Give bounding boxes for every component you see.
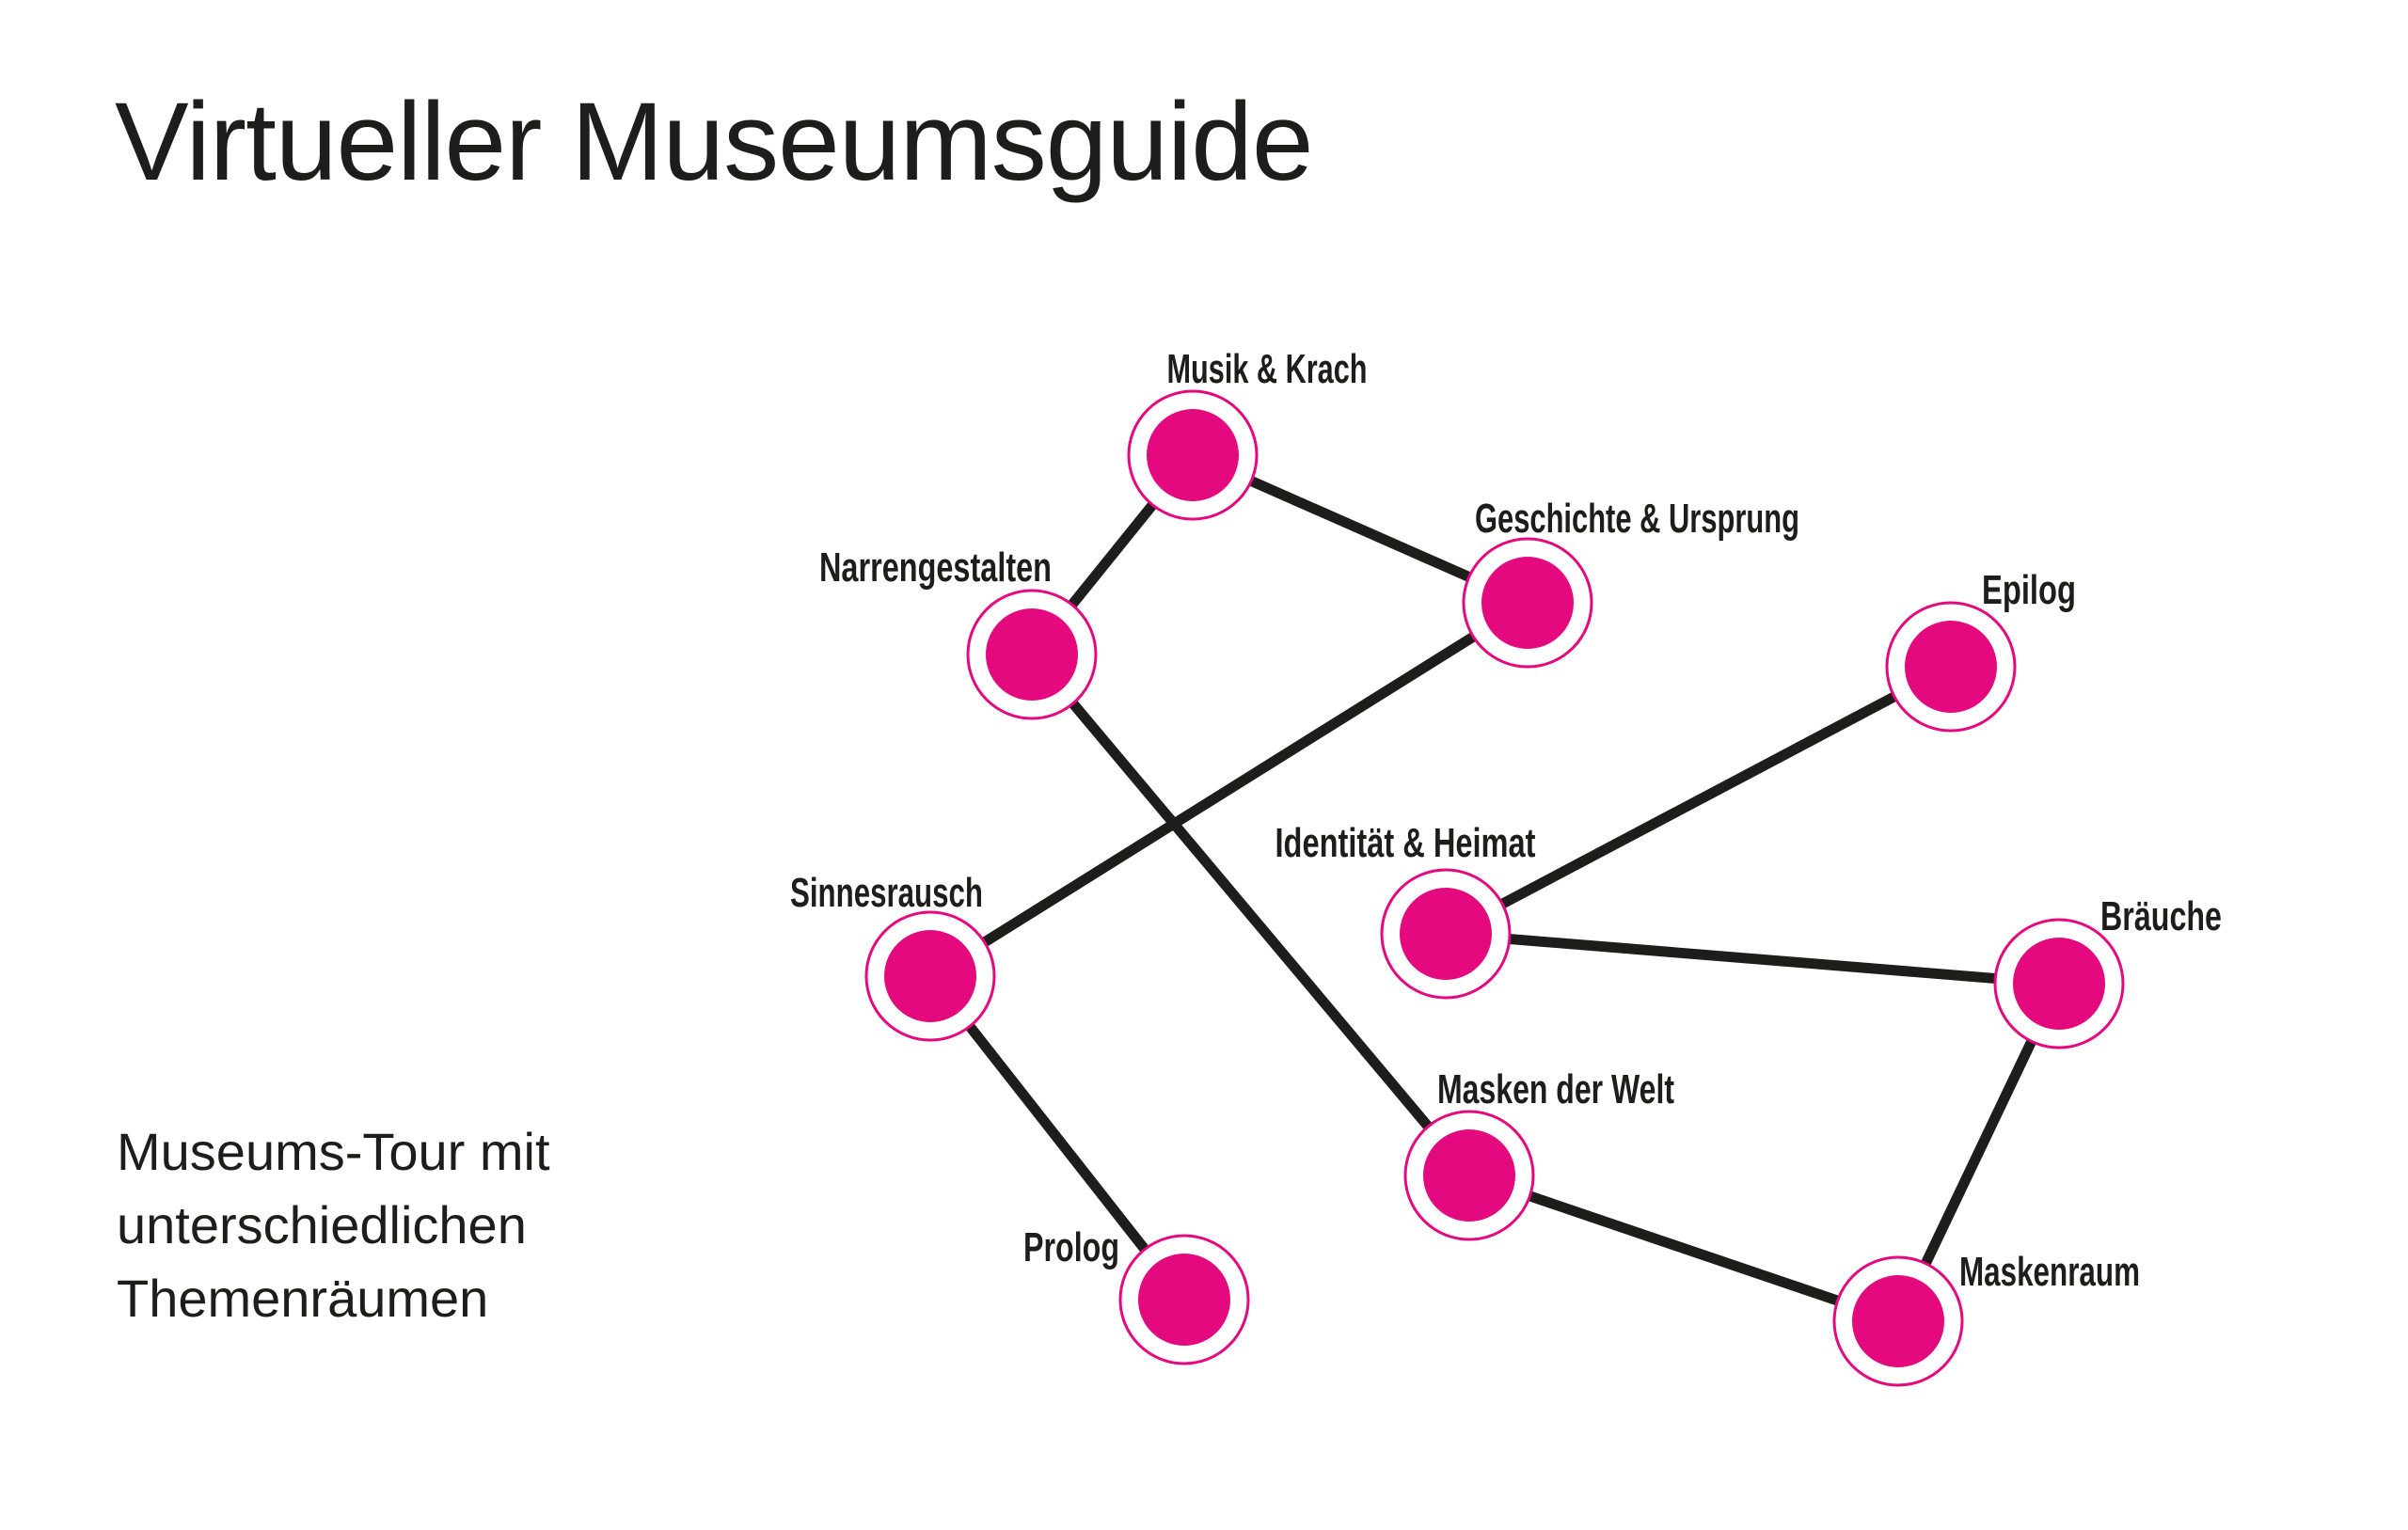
node-musik-krach: Musik & Krach <box>1127 346 1368 521</box>
node-dot <box>986 608 1078 701</box>
subtitle-line-2: unterschiedlichen <box>117 1195 527 1254</box>
edge-identitaet-heimat--epilog <box>1443 662 1954 939</box>
node-label-maskenraum: Maskenraum <box>1959 1249 2140 1295</box>
node-dot <box>1138 1254 1230 1346</box>
node-label-masken-der-welt: Masken der Welt <box>1437 1066 1674 1112</box>
node-prolog: Prolog <box>1023 1224 1250 1365</box>
node-label-identitaet-heimat: Identität & Heimat <box>1275 820 1536 866</box>
node-label-sinnesrausch: Sinnesrausch <box>790 870 983 916</box>
node-sinnesrausch: Sinnesrausch <box>790 870 996 1042</box>
edge-narrengestalten--masken-der-welt <box>1027 651 1474 1179</box>
node-dot <box>1852 1275 1944 1367</box>
node-maskenraum: Maskenraum <box>1832 1249 2140 1387</box>
node-label-epilog: Epilog <box>1982 567 2076 613</box>
node-label-musik-krach: Musik & Krach <box>1167 346 1368 392</box>
subtitle-line-1: Museums-Tour mit <box>117 1122 550 1181</box>
node-dot <box>1400 888 1492 980</box>
edge-geschichte-ursprung--sinnesrausch <box>927 598 1530 981</box>
node-label-narrengestalten: Narrengestalten <box>819 544 1052 591</box>
node-dot <box>884 930 976 1022</box>
node-label-braeuche: Bräuche <box>2100 893 2222 939</box>
slide-subtitle: Museums-Tour mit unterschiedlichen Theme… <box>117 1115 550 1335</box>
node-geschichte-ursprung: Geschichte & Ursprung <box>1462 496 1799 669</box>
node-dot <box>1147 409 1239 501</box>
node-dot <box>1905 621 1997 713</box>
node-dot <box>1481 557 1574 649</box>
node-epilog: Epilog <box>1885 567 2076 733</box>
slide-title: Virtueller Museumsguide <box>115 80 1313 204</box>
subtitle-line-3: Themenräumen <box>117 1269 489 1328</box>
node-label-prolog: Prolog <box>1023 1224 1119 1270</box>
node-narrengestalten: Narrengestalten <box>819 544 1098 720</box>
node-identitaet-heimat: Identität & Heimat <box>1275 820 1536 1000</box>
node-braeuche: Bräuche <box>1993 893 2222 1049</box>
edge-masken-der-welt--maskenraum <box>1467 1170 1900 1327</box>
edge-sinnesrausch--prolog <box>926 972 1189 1303</box>
node-label-geschichte-ursprung: Geschichte & Ursprung <box>1475 496 1799 542</box>
node-dot <box>2013 938 2105 1030</box>
edge-identitaet-heimat--braeuche <box>1445 928 2060 989</box>
node-masken-der-welt: Masken der Welt <box>1403 1066 1674 1241</box>
node-dot <box>1423 1129 1515 1222</box>
